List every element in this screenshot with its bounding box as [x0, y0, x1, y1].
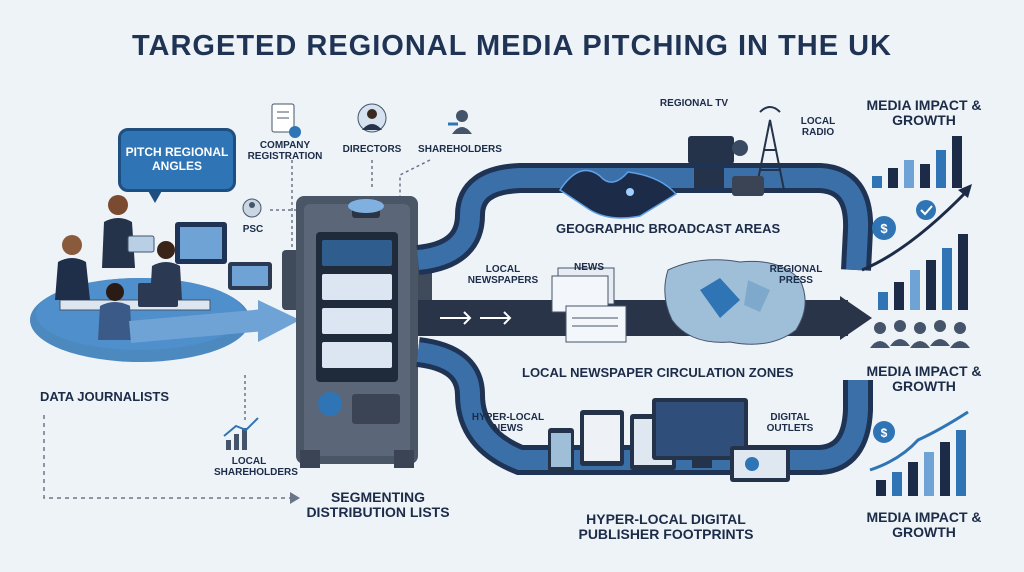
data-journalists-label: DATA JOURNALISTS — [40, 389, 170, 404]
person-head-icon — [108, 195, 128, 215]
media-impact-label-1: MEDIA IMPACT & GROWTH — [866, 97, 982, 129]
server-icon — [282, 196, 432, 468]
person-body-icon — [98, 302, 132, 340]
newspaper-stream-arrow-head — [840, 296, 872, 340]
news-badge: NEWS — [574, 262, 604, 273]
regional-tv-label: REGIONAL TV — [659, 98, 729, 109]
growth-chart-2-icon: $ — [861, 184, 972, 310]
small-growth-chart-icon — [223, 417, 259, 450]
person-body-icon — [150, 262, 182, 300]
regional-press-label: REGIONAL PRESS — [769, 264, 823, 286]
person-body-icon — [55, 258, 90, 300]
input-arrow-head — [258, 300, 300, 342]
broadcast-stream-arrow-inner — [416, 168, 869, 271]
psc-label: PSC — [242, 224, 264, 235]
media-impact-label-2: MEDIA IMPACT & GROWTH — [866, 363, 982, 395]
tablet-icon — [127, 235, 155, 253]
person-body-icon — [102, 218, 135, 268]
svg-text:$: $ — [881, 426, 888, 440]
digital-stream-arrow-inner — [416, 342, 868, 470]
data-journalists-group — [55, 195, 182, 340]
hyper-local-news-label: HYPER-LOCAL NEWS — [471, 412, 545, 434]
camera-icon — [688, 136, 748, 188]
growth-chart-3-icon: $ — [869, 410, 969, 496]
desk — [59, 299, 211, 311]
document-icon — [271, 103, 301, 138]
person-head-icon — [106, 283, 124, 301]
dotted-connector — [43, 415, 290, 499]
person-head-icon — [157, 241, 175, 259]
map-region-icon — [700, 278, 740, 318]
flow-arrows-icon — [440, 311, 512, 325]
circulation-zones-label: LOCAL NEWSPAPER CIRCULATION ZONES — [522, 365, 794, 380]
dotted-arrow-head — [290, 492, 300, 504]
monitor-screen — [180, 227, 222, 259]
input-arrow — [129, 309, 266, 343]
map-glow-icon — [626, 188, 634, 196]
devices-icon — [548, 398, 790, 482]
local-shareholders-label: LOCAL SHAREHOLDERS — [214, 456, 298, 478]
radio-icon — [732, 176, 764, 196]
uk-map-icon — [558, 169, 678, 219]
dotted-connector — [399, 159, 431, 200]
media-impact-label-3: MEDIA IMPACT & GROWTH — [866, 509, 982, 541]
map-region-icon — [744, 280, 770, 312]
person-head-icon — [62, 235, 82, 255]
directors-label: DIRECTORS — [342, 144, 402, 155]
broadcast-areas-label: GEOGRAPHIC BROADCAST AREAS — [556, 221, 781, 236]
shareholders-label: SHAREHOLDERS — [418, 144, 502, 155]
pitch-bubble: PITCH REGIONAL ANGLES — [118, 128, 236, 203]
laptop-screen — [232, 266, 268, 286]
local-newspapers-label: LOCAL NEWSPAPERS — [467, 264, 539, 286]
radio-tower-icon — [755, 106, 785, 191]
growth-chart-1-icon — [872, 136, 962, 188]
digital-outlets-label: DIGITAL OUTLETS — [766, 412, 814, 434]
digital-footprints-label: HYPER-LOCAL DIGITAL PUBLISHER FOOTPRINTS — [578, 511, 754, 543]
newspaper-stack-icon — [551, 267, 627, 343]
director-icon — [357, 103, 387, 133]
segmenting-label: SEGMENTING DISTRIBUTION LISTS — [306, 489, 450, 521]
svg-text:$: $ — [880, 221, 888, 236]
audience-icon — [870, 320, 970, 348]
shareholders-icon — [448, 110, 472, 134]
local-radio-label: LOCAL RADIO — [800, 116, 836, 138]
page-title: TARGETED REGIONAL MEDIA PITCHING IN THE … — [131, 30, 893, 62]
company-registration-label: COMPANY REGISTRATION — [247, 140, 323, 162]
psc-icon — [242, 198, 262, 218]
